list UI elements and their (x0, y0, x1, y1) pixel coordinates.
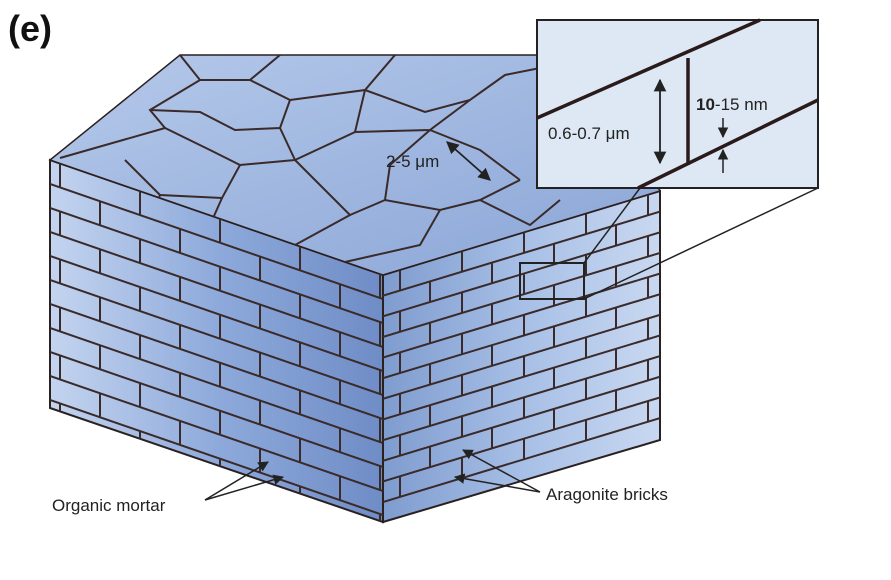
mortar-layer (383, 313, 660, 400)
zoom-connector-bottom (583, 187, 819, 300)
top-face (48, 54, 662, 276)
brick-thickness-label: 0.6-0.7 μm (548, 124, 630, 143)
mortar-layer (383, 272, 660, 359)
mortar-thickness-label: 10-15 nm (696, 95, 768, 114)
organic-mortar-label: Organic mortar (52, 496, 166, 515)
mortar-layer (50, 375, 383, 492)
mortar-layer (50, 255, 383, 372)
mortar-layer (50, 399, 383, 516)
zoom-connector-top (583, 187, 641, 264)
mortar-layer (50, 351, 383, 468)
mortar-layer (50, 279, 383, 396)
mortar-layer (383, 355, 660, 442)
panel-label-text: (e) (8, 8, 52, 49)
inset-panel: 0.6-0.7 μm 10-15 nm (536, 18, 819, 190)
mortar-layer (50, 303, 383, 420)
zoom-region-box (519, 262, 585, 300)
mortar-layer (50, 327, 383, 444)
mortar-layer (383, 396, 660, 483)
mortar-layer (383, 231, 660, 318)
mortar-layer (50, 231, 383, 348)
mortar-layer (383, 417, 660, 503)
aragonite-bricks-label: Aragonite bricks (546, 485, 668, 504)
grain-size-label: 2-5 μm (386, 152, 439, 171)
grain-size-arrow (446, 141, 491, 181)
mortar-layer (50, 207, 383, 324)
mortar-layer (50, 183, 383, 300)
